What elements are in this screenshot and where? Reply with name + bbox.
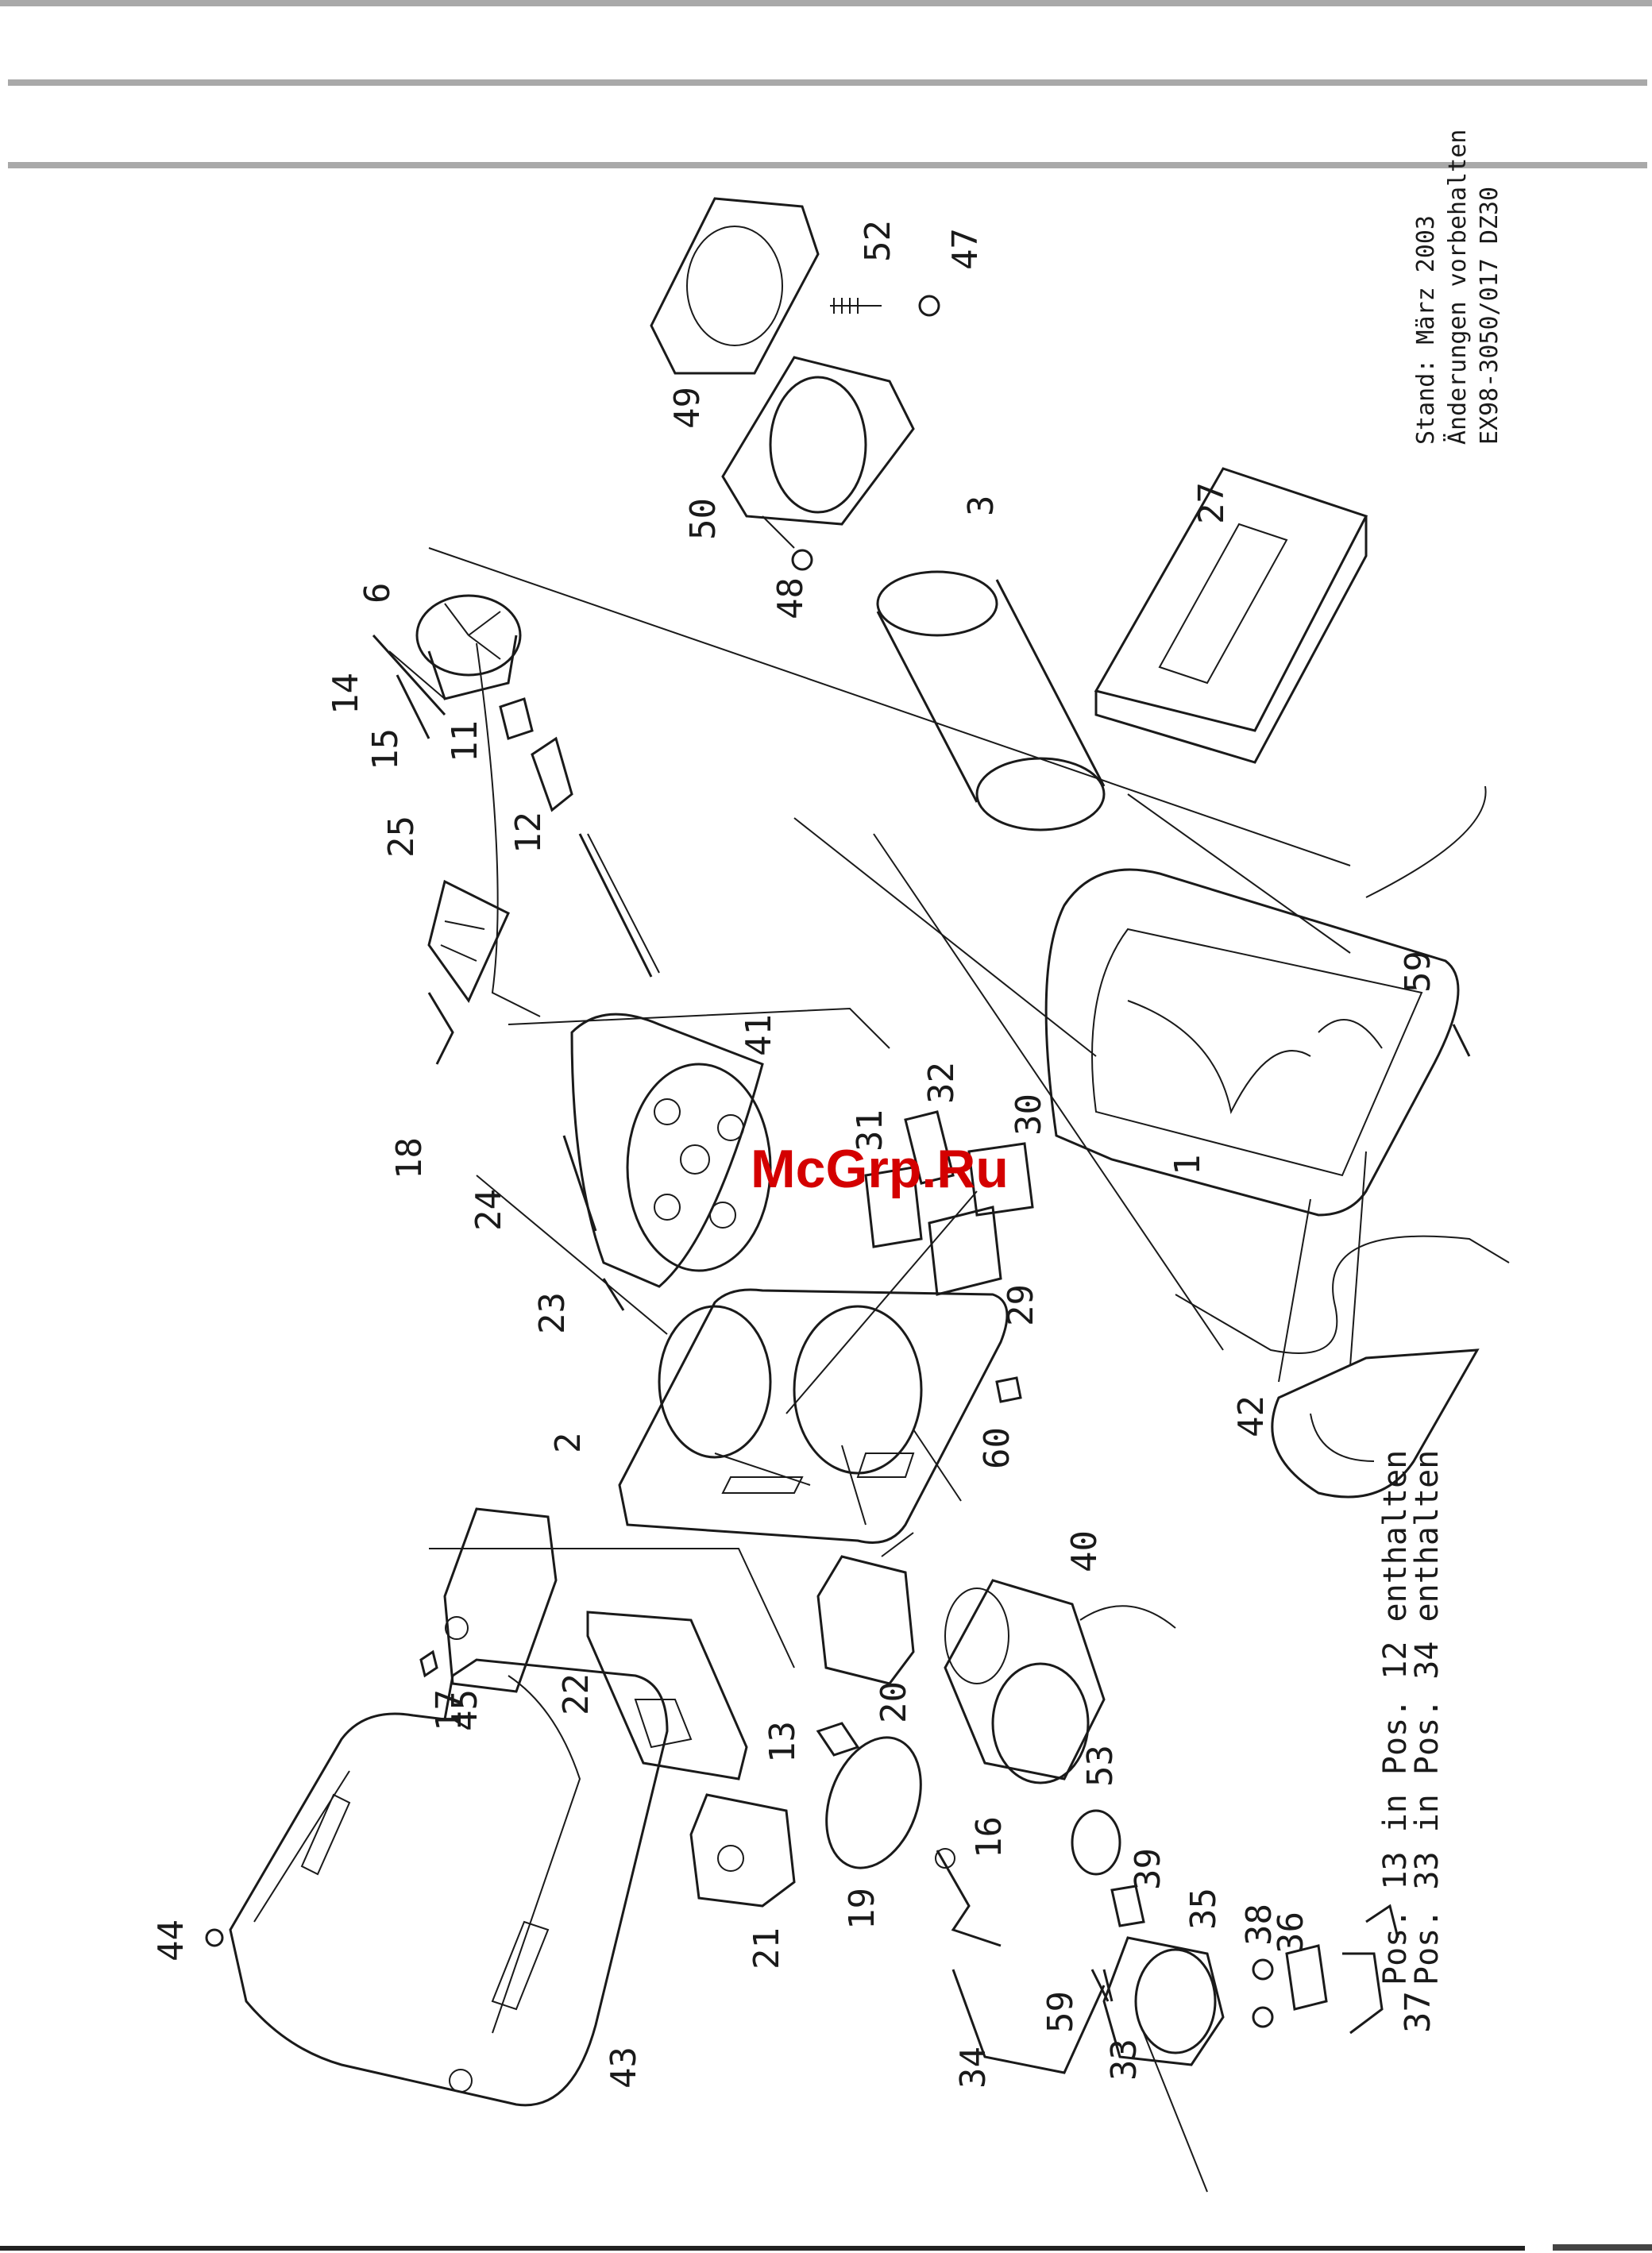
label-p43: 43 (604, 2047, 644, 2089)
part-21-ignition-transformer (691, 1795, 794, 1906)
part-52-screw (830, 298, 882, 314)
label-p33: 33 (1104, 2039, 1144, 2081)
label-p25: 25 (381, 816, 422, 858)
label-p60: 60 (977, 1427, 1017, 1469)
label-p52: 52 (858, 220, 898, 262)
label-p16: 16 (969, 1816, 1009, 1858)
part-44-screw (206, 1930, 222, 1946)
note-doc-code: EX98-3050/017 DZ30 (1476, 187, 1503, 445)
label-p59a: 59 (1398, 951, 1438, 993)
label-p40: 40 (1064, 1530, 1105, 1572)
part-60-nut (997, 1378, 1021, 1402)
notes: Stand: März 2003 Änderungen vorbehalten … (1377, 129, 1503, 1985)
part-14-15-ignition-electrodes (373, 635, 445, 739)
leader-lines (429, 548, 1509, 1668)
label-p18: 18 (389, 1137, 430, 1179)
part-11-nozzle (500, 699, 532, 739)
label-p2: 2 (548, 1433, 589, 1454)
label-p12: 12 (508, 812, 549, 854)
label-p45: 45 (445, 1689, 485, 1731)
label-p3: 3 (961, 496, 1002, 517)
note-pos33: Pos. 33 in Pos. 34 enthalten (1409, 1450, 1446, 1985)
part-40-motor (945, 1580, 1175, 1783)
label-p49: 49 (667, 387, 708, 429)
part-59-screw-housing (1453, 1024, 1469, 1056)
part-49-flange-gasket (651, 199, 818, 373)
part-53-coupling (1072, 1811, 1120, 1874)
label-p11: 11 (445, 720, 485, 762)
label-p44: 44 (151, 1919, 191, 1962)
label-p48: 48 (770, 577, 811, 619)
part-16-photocell (936, 1849, 1001, 1946)
watermark-text: McGrp.Ru (751, 1139, 1009, 1199)
label-p35: 35 (1183, 1888, 1224, 1930)
label-p22: 22 (556, 1673, 596, 1715)
part-48-screw-nut (762, 516, 812, 569)
label-p34: 34 (953, 2047, 994, 2089)
part-36-38-seals (1253, 1946, 1326, 2027)
label-p20: 20 (874, 1681, 914, 1723)
part-20-coil (818, 1533, 913, 1684)
note-stand: Stand: März 2003 (1412, 215, 1440, 445)
label-p32: 32 (921, 1062, 962, 1104)
label-p47: 47 (945, 228, 986, 270)
part-42-air-damper (1272, 1350, 1477, 1497)
label-p19: 19 (842, 1888, 882, 1930)
part-17-control-unit (445, 1509, 556, 1692)
label-p29: 29 (1001, 1284, 1041, 1326)
label-p24: 24 (469, 1189, 509, 1231)
label-p30: 30 (1009, 1094, 1049, 1136)
label-p21: 21 (747, 1927, 787, 1969)
label-p13: 13 (762, 1721, 803, 1763)
part-18-ignition-rod (429, 993, 453, 1064)
part-12-nozzle-holder (532, 739, 659, 977)
label-p39: 39 (1128, 1848, 1168, 1890)
part-45-screw (421, 1652, 437, 1676)
label-p37: 37 (1398, 1991, 1438, 2033)
part-6-diffuser (417, 596, 520, 699)
part-50-burner-flange (723, 357, 913, 524)
note-changes: Änderungen vorbehalten (1443, 129, 1472, 445)
part-39-coupling (1112, 1886, 1144, 1926)
label-p15: 15 (365, 728, 406, 770)
part-47-nut (920, 296, 939, 315)
label-p6: 6 (357, 583, 398, 604)
label-p14: 14 (326, 673, 366, 715)
part-2-mounting-plate (620, 1290, 1007, 1543)
part-1-burner-housing (1046, 870, 1458, 1215)
label-p53: 53 (1080, 1745, 1121, 1787)
label-p59b: 59 (1040, 1991, 1081, 2033)
label-p1: 1 (1168, 1155, 1208, 1176)
part-25-air-guide (429, 882, 508, 1001)
part-13-clip (818, 1723, 858, 1755)
part-22-bracket (588, 1612, 747, 1779)
label-p41: 41 (739, 1014, 779, 1056)
label-p50: 50 (683, 498, 724, 540)
label-p38: 38 (1239, 1904, 1280, 1946)
label-p23: 23 (532, 1292, 573, 1334)
label-p27: 27 (1191, 482, 1232, 524)
part-3-blast-tube (878, 572, 1104, 830)
label-p42: 42 (1231, 1395, 1272, 1437)
